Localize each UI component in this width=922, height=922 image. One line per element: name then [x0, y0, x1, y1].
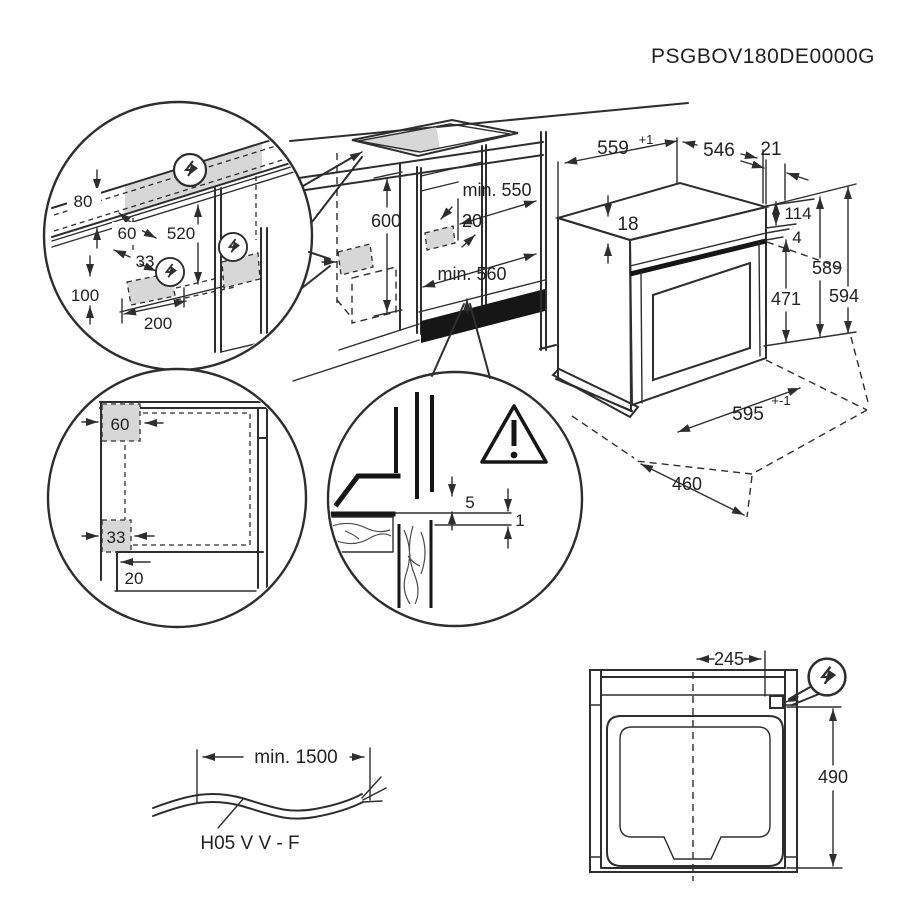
pointer-to-hob-cutout [302, 151, 363, 223]
dim-594-label: 594 [829, 286, 859, 306]
pointer-to-plinth-gap [431, 298, 491, 379]
dim-490: 490 [786, 706, 848, 869]
cable-drawing [152, 776, 387, 829]
dim-1-label: 1 [515, 511, 524, 530]
power-symbol-icon [174, 154, 206, 186]
dim-4-label: 4 [792, 228, 801, 247]
oven-front-face [628, 205, 767, 407]
dim-20-side-label: 20 [125, 569, 144, 588]
dim-60-label: 60 [118, 224, 137, 243]
dim-520: 520 [167, 204, 202, 285]
dim-595: 595 +-1 [677, 387, 801, 433]
hob-cutout [351, 118, 519, 158]
dim-595-label: 595 [732, 404, 764, 425]
power-symbol-icon [219, 233, 247, 261]
callout-pointers [301, 151, 491, 379]
cavity-inner-outline [619, 726, 771, 860]
detail-circle-side-view: 60 33 20 [46, 367, 308, 629]
cabinet-partition [539, 131, 557, 351]
dim-20-side: 20 [120, 558, 151, 588]
dim-20-niche: 20 [440, 206, 482, 248]
detail-circle-top-rail: 80 60 520 33 100 [42, 100, 314, 372]
dim-80-label: 80 [74, 192, 93, 211]
dim-18-label: 18 [617, 214, 638, 235]
dim-200-label: 200 [144, 314, 172, 333]
dim-100: 100 [64, 255, 106, 325]
warning-icon [480, 404, 548, 464]
dim-589-label: 589 [812, 258, 842, 278]
dim-471-label: 471 [771, 289, 801, 309]
cabinet-panel-wood-section [397, 520, 433, 608]
batten-33-marker: 33 [81, 519, 155, 553]
dim-33-top: 33 [113, 249, 157, 272]
dim-min1500-label: min. 1500 [254, 747, 337, 768]
cavity-outline [606, 715, 784, 867]
junction-box-side-wall [337, 243, 374, 276]
dim-559: 559 +1 [557, 132, 678, 218]
dim-min560-label: min. 560 [437, 264, 506, 284]
dim-520-label: 520 [167, 224, 195, 243]
dim-60-top: 60 [112, 212, 157, 243]
dim-559-tolerance: +1 [639, 132, 654, 147]
dim-245-label: 245 [714, 649, 744, 669]
dim-600-label: 600 [371, 211, 401, 231]
dim-114-label: 114 [784, 204, 811, 223]
dim-20-label: 20 [462, 211, 482, 231]
control-panel-line [629, 232, 767, 267]
oven-top-view: 245 490 [589, 649, 848, 881]
oven-base-trim [551, 367, 640, 419]
dim-min550-label: min. 550 [462, 180, 531, 200]
dim-600: 600 [371, 171, 403, 317]
dim-1: 1 [504, 488, 525, 549]
dim-33-label: 33 [136, 252, 155, 271]
detail-circle-outline [326, 370, 584, 628]
dim-min-560: min. 560 [422, 253, 537, 288]
dim-546-label: 546 [703, 140, 735, 161]
detail-circle-front-gap: 5 1 [326, 370, 584, 628]
dim-460-label: 460 [672, 474, 702, 494]
dim-100-label: 100 [71, 286, 99, 305]
floor-projection [571, 336, 870, 518]
dim-546: 546 [682, 140, 764, 204]
oven-door-edges [640, 242, 761, 404]
cable-type-label: H05 V V - F [200, 833, 299, 854]
mains-cable-view: min. 1500 H05 V V - F [152, 747, 387, 854]
dim-471: 471 [763, 239, 857, 347]
mains-terminal-box [769, 695, 784, 709]
dim-5-label: 5 [465, 493, 474, 512]
dim-200: 200 [121, 287, 187, 333]
control-panel-band [629, 238, 767, 277]
dim-594: 594 [829, 186, 859, 334]
dim-460: 460 [640, 463, 745, 516]
dim-33-side-label: 33 [107, 528, 126, 547]
pointer-to-side-junction-box [301, 251, 337, 289]
dim-4: 4 [765, 228, 802, 247]
dim-min-550: min. 550 [459, 180, 537, 225]
dim-21-label: 21 [760, 139, 781, 160]
dim-490-label: 490 [818, 767, 848, 787]
model-code-title: PSGBOV180DE0000G [651, 45, 875, 68]
dim-589: 589 [767, 183, 857, 337]
power-symbol-icon [809, 659, 846, 696]
dim-80: 80 [67, 169, 101, 249]
dim-114: 114 [765, 198, 815, 229]
power-symbol-icon [156, 258, 184, 286]
dim-559-label: 559 [597, 138, 629, 159]
dim-245: 245 [696, 649, 766, 697]
dim-18: 18 [604, 195, 639, 264]
dim-21: 21 [740, 139, 809, 205]
junction-box-back-wall [424, 225, 456, 251]
dim-5: 5 [448, 476, 475, 531]
oven-3d-view: 559 +1 546 21 18 114 4 [551, 132, 870, 518]
dim-60-side-label: 60 [111, 415, 130, 434]
hob-cutout-shaded-area [356, 126, 440, 153]
oven-door-window [652, 261, 751, 382]
dim-595-tolerance: +-1 [771, 393, 790, 408]
power-callout [785, 659, 846, 706]
batten-60-marker: 60 [81, 403, 164, 442]
